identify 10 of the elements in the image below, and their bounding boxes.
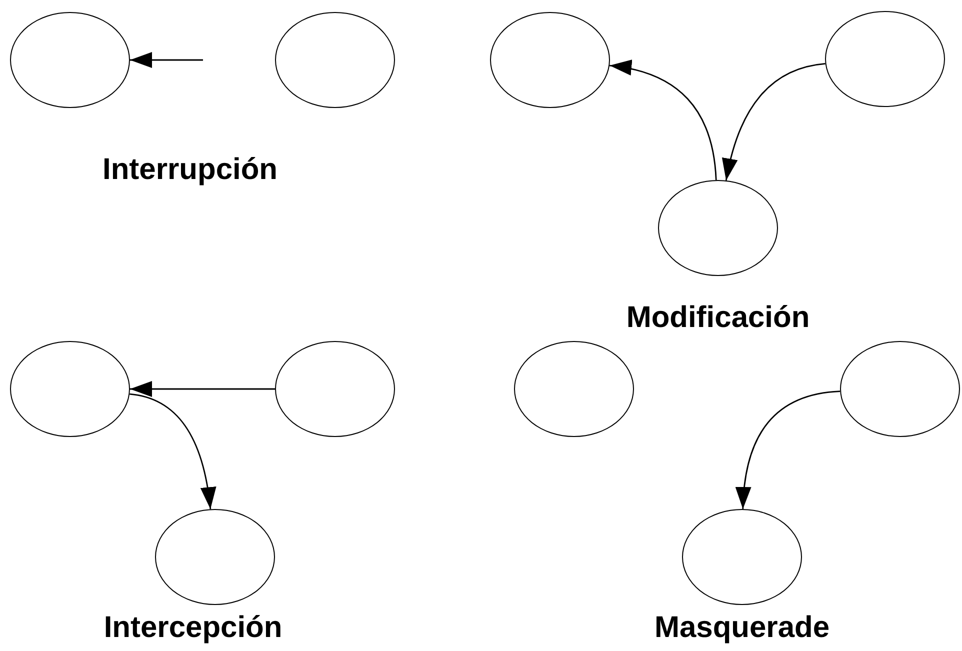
arrow [722,63,826,181]
caption-text: Intercepción [104,610,282,646]
arrow [736,390,840,510]
arrow [130,52,203,68]
caption-text: Masquerade [654,610,830,646]
caption-text: Modificación [626,300,810,336]
arrow [130,381,275,397]
arrow [130,393,216,510]
arrow [610,60,717,180]
caption-text: Interrupción [102,152,278,188]
